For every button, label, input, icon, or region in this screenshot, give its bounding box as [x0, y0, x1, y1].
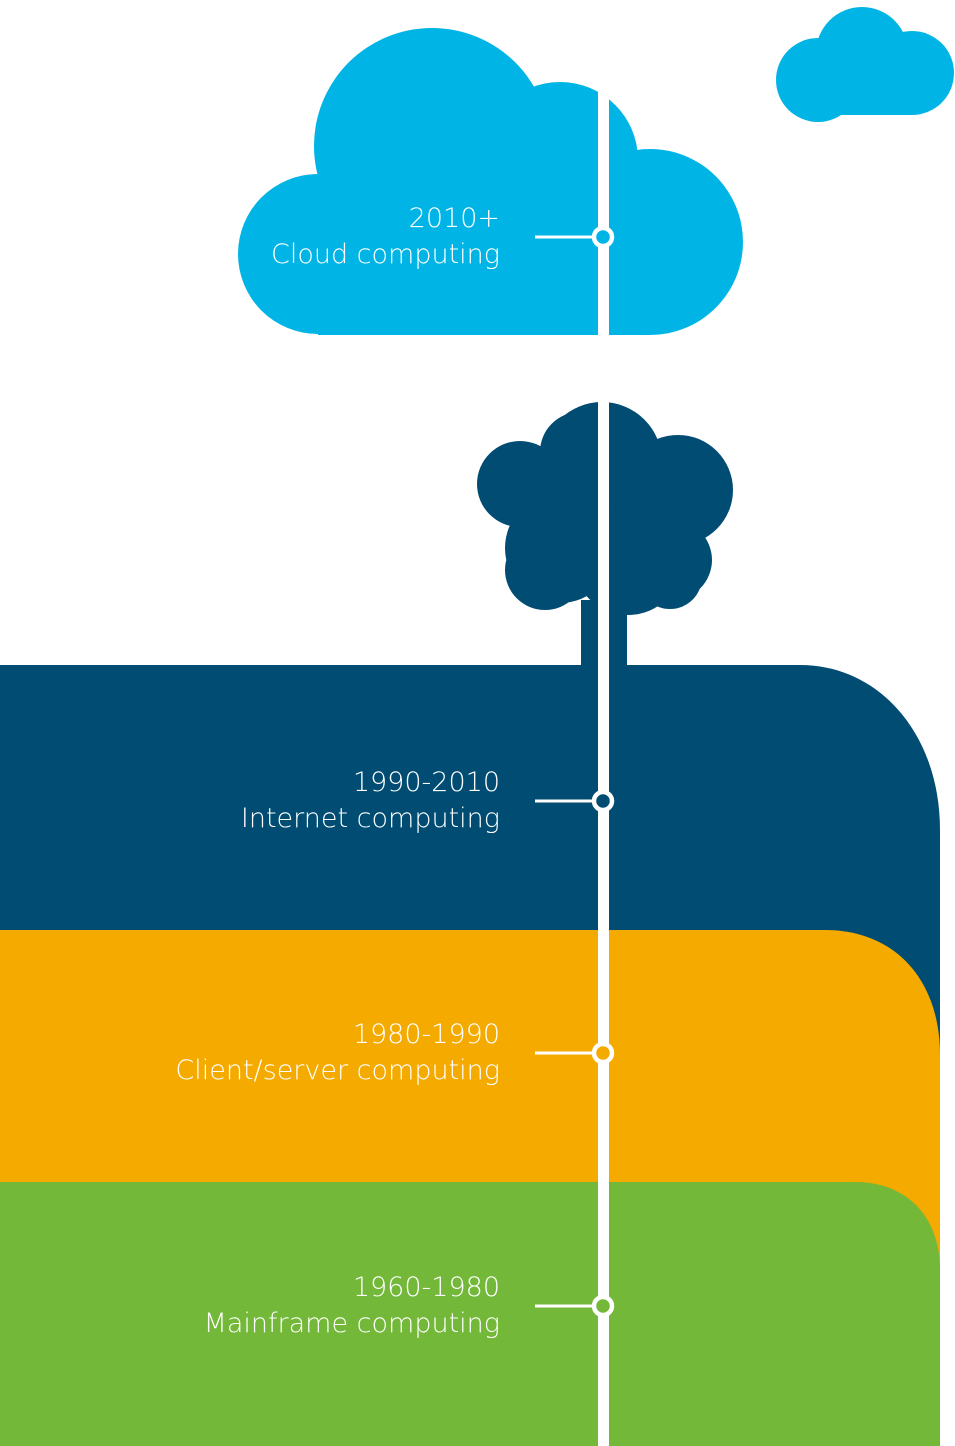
era-years: 1990-2010: [352, 767, 500, 798]
cloud-icon: [776, 7, 954, 122]
timeline-node-icon: [591, 1294, 615, 1318]
era-name: Cloud computing: [270, 239, 500, 270]
timeline-connector: [535, 235, 601, 239]
era-name: Internet computing: [240, 803, 500, 834]
timeline-node-icon: [591, 225, 615, 249]
era-years: 1980-1990: [352, 1019, 500, 1050]
timeline-node-icon: [591, 1041, 615, 1065]
timeline-connector: [535, 1051, 601, 1055]
mainframe-computing-layer: [0, 1182, 940, 1446]
era-label: 2010+ Cloud computing: [271, 201, 500, 273]
era-years: 2010+: [408, 203, 500, 234]
cloud-icon: [238, 28, 743, 335]
timeline-connector: [535, 1304, 601, 1308]
timeline-node-icon: [591, 789, 615, 813]
era-name: Mainframe computing: [203, 1308, 500, 1339]
era-name: Client/server computing: [175, 1055, 500, 1086]
timeline-connector: [535, 799, 601, 803]
timeline-line: [598, 45, 609, 1446]
era-years: 1960-1980: [352, 1272, 500, 1303]
